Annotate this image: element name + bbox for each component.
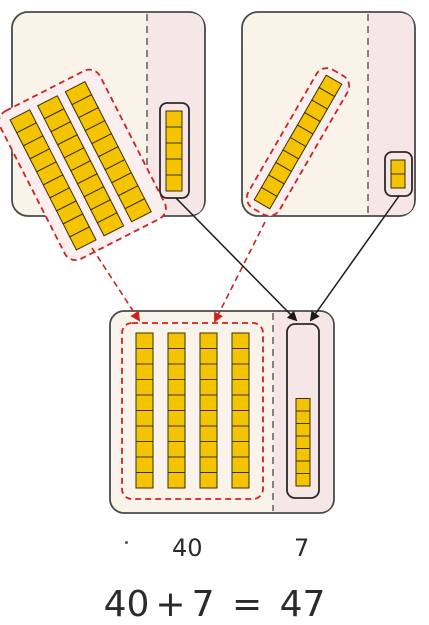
unit-cell (135, 410, 154, 427)
right-ones-black-arrow (309, 195, 400, 322)
unit-cell (231, 410, 250, 427)
ones-cube (295, 410, 311, 424)
unit-cell (199, 425, 218, 442)
tens-rod (64, 81, 152, 223)
left-tens-red-arrow (91, 247, 141, 322)
ones-cube (295, 423, 311, 437)
ones-cube (390, 173, 406, 189)
combined-ones-group (286, 323, 320, 499)
unit-cell (167, 363, 186, 380)
left-tens-rods (9, 81, 152, 251)
unit-cell (253, 186, 278, 210)
ones-cube (165, 142, 183, 160)
unit-cell (231, 363, 250, 380)
ones-cube (165, 126, 183, 144)
left-ones-cubes (165, 110, 183, 192)
ones-cube (165, 174, 183, 192)
unit-cell (199, 456, 218, 473)
combined-tens-group (121, 322, 264, 500)
ones-cube (295, 473, 311, 487)
tens-rod (135, 332, 154, 489)
unit-cell (231, 332, 250, 349)
tens-rod (9, 109, 97, 251)
unit-cell (96, 212, 125, 237)
tens-rod (253, 74, 343, 210)
unit-cell (231, 379, 250, 396)
combined-tens-selection (121, 322, 264, 500)
unit-cell (231, 394, 250, 411)
unit-cell (135, 441, 154, 458)
equation-sum: 47 (279, 584, 326, 625)
tens-value-label: 40 (172, 534, 203, 562)
unit-cell (167, 410, 186, 427)
ones-cube (295, 398, 311, 412)
stray-dot (125, 541, 128, 544)
addition-equation: 40+7 = 47 (0, 584, 429, 625)
ones-cube (390, 159, 406, 175)
ones-value-label: 7 (294, 534, 310, 562)
unit-cell (231, 425, 250, 442)
unit-cell (135, 456, 154, 473)
unit-cell (231, 456, 250, 473)
right-tens-group (245, 67, 351, 217)
right-tens-rods (253, 74, 343, 210)
unit-cell (167, 456, 186, 473)
equation-plus-sign: + (155, 584, 186, 625)
unit-cell (135, 472, 154, 489)
equation-addend-ones: 7 (191, 584, 215, 625)
tens-rod (167, 332, 186, 489)
unit-cell (199, 348, 218, 365)
unit-cell (167, 394, 186, 411)
ones-cube (295, 460, 311, 474)
ones-cube (295, 448, 311, 462)
equation-addend-tens: 40 (103, 584, 150, 625)
unit-cell (124, 198, 152, 223)
unit-cell (167, 379, 186, 396)
ones-cube (295, 435, 311, 449)
unit-cell (135, 348, 154, 365)
unit-cell (167, 348, 186, 365)
right-ones-cubes (390, 159, 406, 189)
combined-ones-cubes (295, 398, 311, 487)
unit-cell (199, 441, 218, 458)
unit-cell (199, 410, 218, 427)
unit-cell (199, 363, 218, 380)
equation-equals-sign: = (231, 584, 263, 625)
unit-cell (231, 472, 250, 489)
unit-cell (199, 379, 218, 396)
unit-cell (199, 332, 218, 349)
left-tens-group (0, 68, 167, 262)
unit-cell (231, 348, 250, 365)
unit-cell (167, 441, 186, 458)
unit-cell (199, 472, 218, 489)
combined-tens-rods (135, 332, 250, 489)
unit-cell (167, 472, 186, 489)
ones-cube (165, 158, 183, 176)
unit-cell (167, 425, 186, 442)
unit-cell (135, 425, 154, 442)
tens-rod (37, 95, 125, 237)
unit-cell (135, 363, 154, 380)
unit-cell (167, 332, 186, 349)
unit-cell (135, 379, 154, 396)
left-ones-group (159, 102, 190, 199)
tens-rod (231, 332, 250, 489)
left-ones-black-arrow (175, 197, 298, 322)
unit-cell (231, 441, 250, 458)
unit-cell (135, 332, 154, 349)
right-ones-group (384, 151, 413, 197)
tens-rod (199, 332, 218, 489)
ones-cube (165, 110, 183, 128)
unit-cell (69, 226, 97, 251)
right-tens-red-arrow (214, 221, 266, 323)
unit-cell (199, 394, 218, 411)
unit-cell (135, 394, 154, 411)
